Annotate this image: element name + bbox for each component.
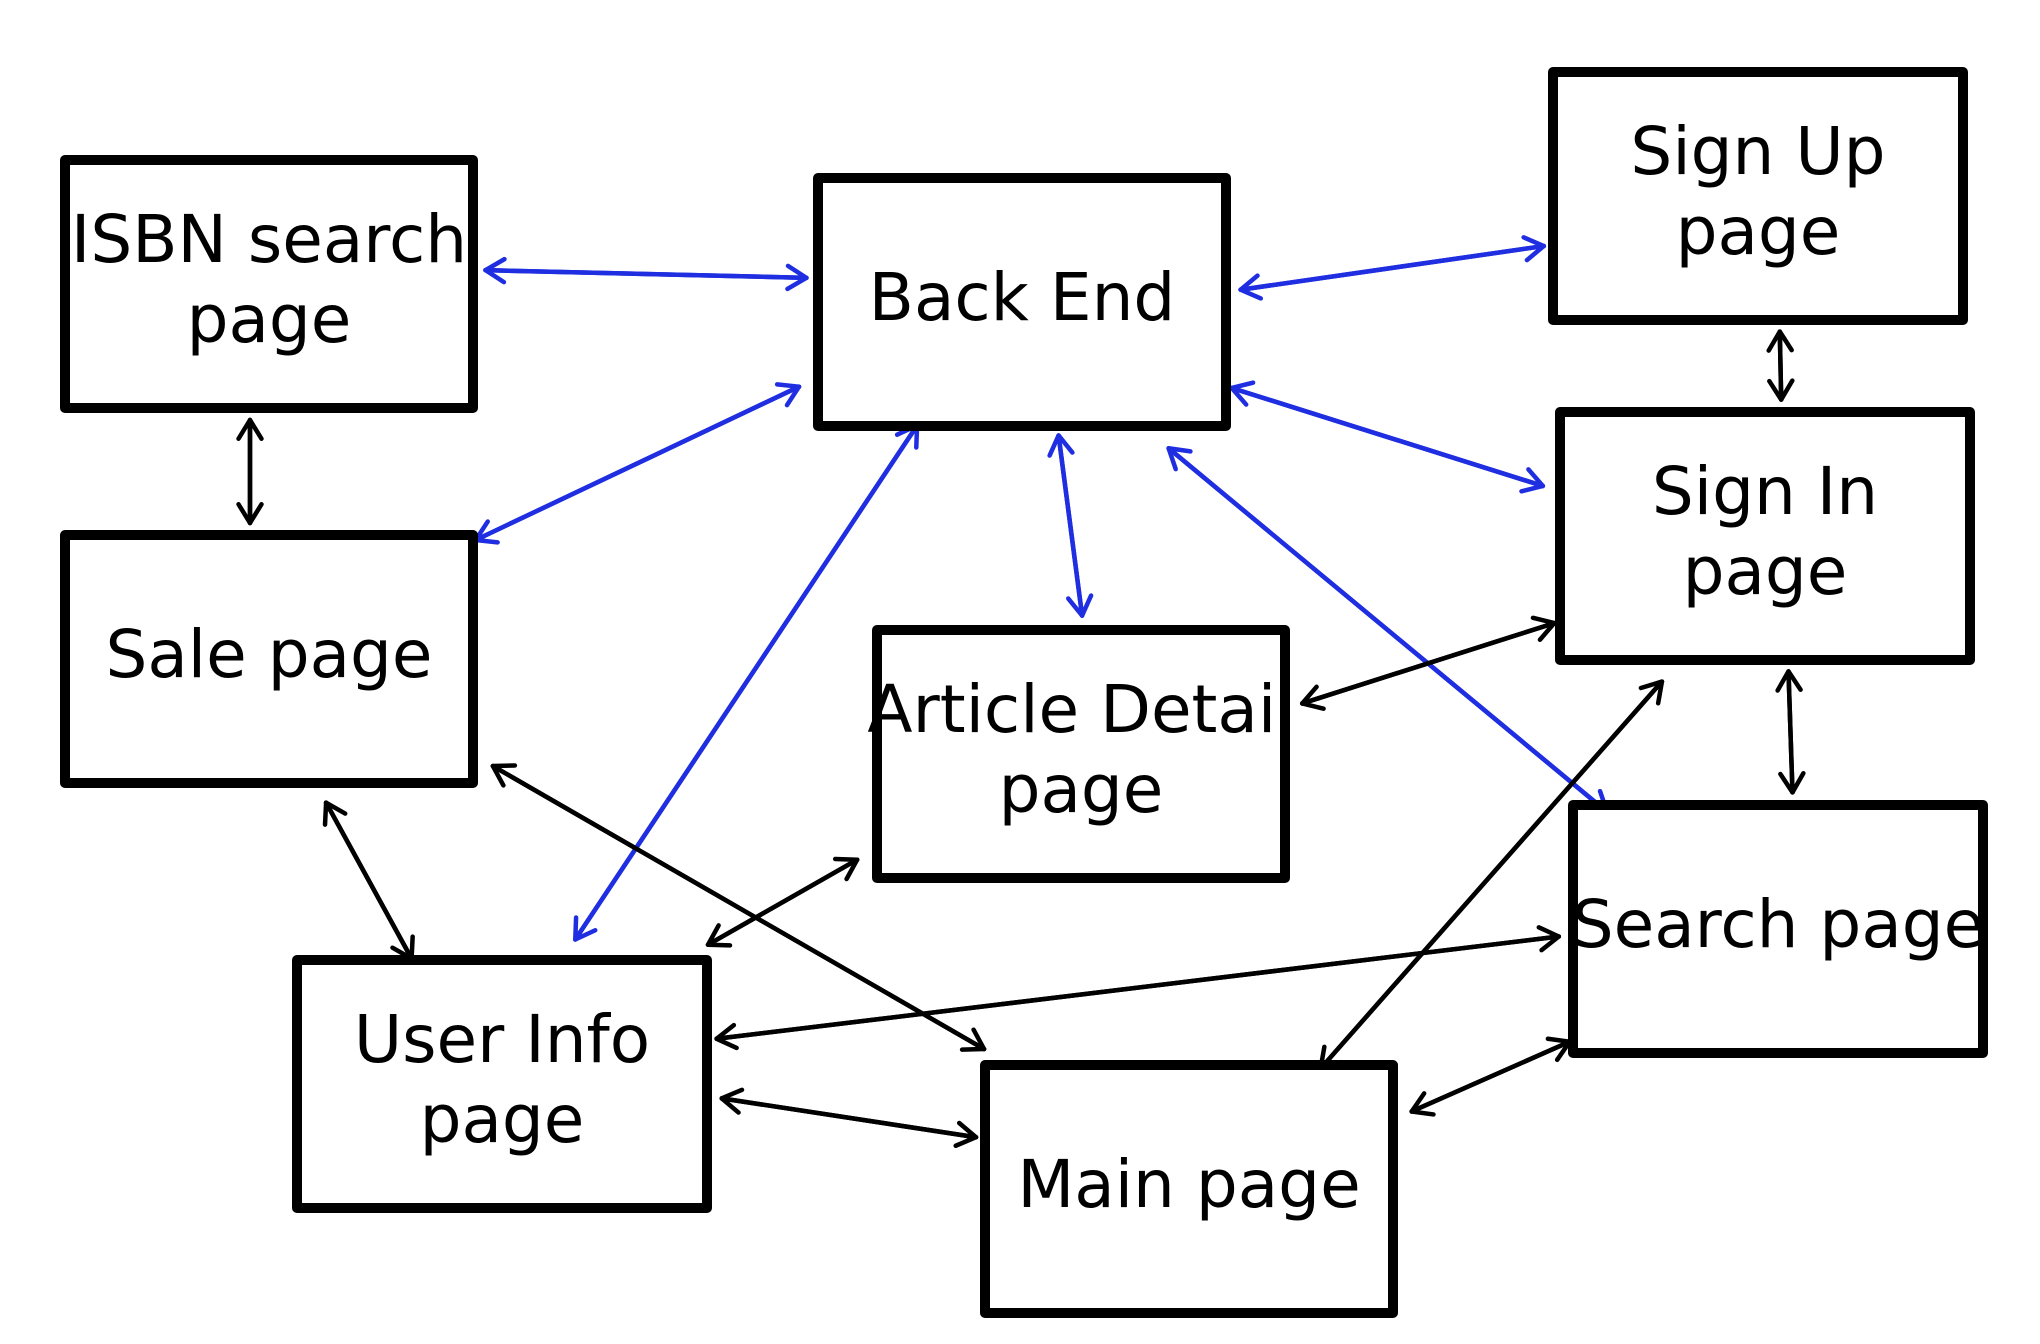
arrowhead-icon	[1638, 679, 1665, 706]
edge-line	[473, 384, 802, 543]
node-box	[1548, 67, 1968, 325]
arrowhead-icon	[1047, 433, 1075, 458]
edge-line	[1409, 1039, 1572, 1114]
edge-line	[1786, 669, 1795, 795]
node-label: page	[1676, 193, 1841, 270]
edge-line	[1318, 679, 1665, 1071]
edge-line	[323, 800, 414, 961]
arrowhead-icon	[953, 1120, 979, 1149]
edge-line	[1229, 385, 1546, 489]
node-label: Back End	[869, 259, 1176, 336]
arrowhead-icon	[1229, 380, 1256, 407]
edge-line	[483, 267, 809, 281]
node-box	[872, 625, 1290, 883]
edge-line	[573, 423, 920, 942]
node-box	[292, 955, 712, 1213]
edge-line	[705, 857, 860, 947]
edge-line	[1166, 446, 1610, 815]
node-backend: Back End	[813, 173, 1231, 431]
edge-signin-to-signup	[1766, 329, 1794, 402]
edge-userinfo-to-article	[705, 856, 860, 947]
node-label: page	[420, 1081, 585, 1158]
node-label: Main page	[1017, 1146, 1360, 1223]
node-sale: Sale page	[60, 530, 478, 788]
edge-line	[1777, 329, 1784, 402]
edge-isbn-to-backend	[483, 263, 809, 292]
node-label: User Info	[354, 1001, 650, 1078]
node-box	[60, 155, 478, 413]
node-label: Sign In	[1652, 453, 1878, 530]
node-box	[980, 1060, 1398, 1318]
arrowhead-icon	[785, 263, 809, 292]
edge-line	[1238, 243, 1547, 292]
edge-main-to-sale	[490, 763, 987, 1052]
edge-article-to-backend	[1047, 433, 1085, 618]
arrowhead-icon	[832, 856, 860, 882]
node-label: ISBN search	[71, 201, 467, 278]
edge-line	[1056, 433, 1085, 618]
edge-signup-to-backend	[1238, 243, 1547, 301]
arrowhead-icon	[1766, 329, 1794, 353]
arrowhead-icon	[490, 763, 518, 788]
edge-article-to-signin	[1299, 615, 1557, 706]
edge-userinfo-to-search	[714, 925, 1562, 1042]
edge-userinfo-to-backend	[573, 423, 920, 942]
node-label: Sale page	[105, 616, 432, 693]
arrowhead-icon	[236, 417, 264, 442]
arrowhead-icon	[1536, 925, 1562, 953]
edges-layer	[236, 235, 1806, 1149]
node-box	[60, 530, 478, 788]
edge-line	[490, 763, 987, 1052]
edge-userinfo-to-main	[719, 1096, 979, 1149]
edge-sale-to-isbn	[236, 417, 264, 526]
edge-line	[714, 934, 1562, 1042]
arrowhead-icon	[1238, 273, 1264, 301]
node-label: page	[1683, 533, 1848, 610]
node-box	[1555, 407, 1975, 665]
arrowhead-icon	[1775, 669, 1803, 693]
arrowhead-icon	[322, 800, 348, 827]
node-label: Article Detail	[867, 671, 1294, 748]
edge-sale-to-backend	[473, 382, 802, 543]
edge-userinfo-to-sale	[322, 800, 414, 961]
edge-line	[719, 1096, 979, 1140]
edge-search-to-signin	[1775, 669, 1803, 795]
arrowhead-icon	[1530, 615, 1557, 642]
edge-signin-to-backend	[1229, 380, 1546, 489]
edge-main-to-signin	[1318, 679, 1665, 1071]
node-box	[1568, 800, 1988, 1058]
node-label: Search page	[1572, 886, 1985, 963]
arrowhead-icon	[774, 382, 802, 408]
node-box	[813, 173, 1231, 431]
node-label: page	[187, 281, 352, 358]
node-label: Sign Up	[1630, 113, 1885, 190]
arrowhead-icon	[1166, 446, 1193, 472]
node-main: Main page	[980, 1060, 1398, 1318]
edge-search-to-backend	[1166, 446, 1610, 815]
node-label: page	[999, 751, 1164, 828]
node-search: Search page	[1568, 800, 1988, 1058]
edge-main-to-search	[1409, 1036, 1572, 1114]
edge-line	[1299, 620, 1557, 706]
